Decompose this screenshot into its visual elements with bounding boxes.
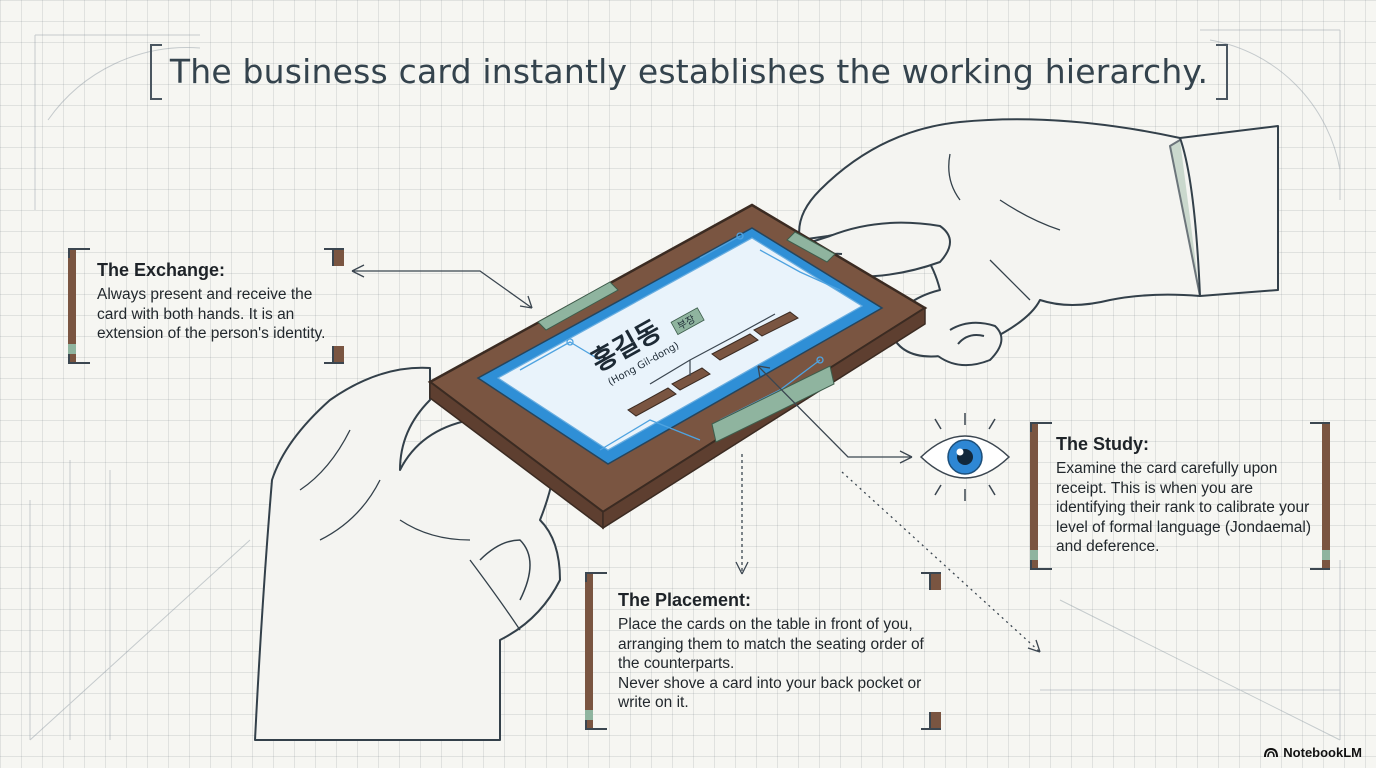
- corner-bracket: [1030, 422, 1052, 432]
- dotted-connector: [841, 471, 1041, 653]
- callout-exchange: The Exchange: Always present and receive…: [68, 248, 344, 364]
- corner-bracket: [921, 572, 941, 582]
- callout-bar: [585, 572, 593, 730]
- page-title-text: The business card instantly establishes …: [169, 51, 1209, 91]
- title-bracket-left: [150, 44, 162, 100]
- page-title: The business card instantly establishes …: [150, 44, 1228, 100]
- exchange-arrowhead-left: [351, 264, 365, 278]
- corner-tick: [929, 574, 941, 590]
- corner-tick: [332, 250, 344, 266]
- placement-body-line1: Place the cards on the table in front of…: [618, 616, 924, 672]
- hierarchy-lines: [649, 313, 776, 385]
- drafting-guides: [29, 29, 1341, 741]
- card-title-badge: [670, 307, 705, 336]
- corner-bracket: [68, 248, 90, 258]
- callout-bar-right: [1322, 422, 1330, 570]
- corner-bracket: [68, 354, 90, 364]
- hierarchy-boxes: [627, 311, 799, 417]
- placement-heading: The Placement:: [618, 590, 752, 610]
- exchange-arrowhead-card: [519, 295, 533, 309]
- study-arrowhead: [899, 450, 913, 464]
- callout-study: The Study: Examine the card carefully up…: [1030, 422, 1330, 570]
- notebooklm-logo: NotebookLM: [1264, 745, 1362, 760]
- corner-bracket: [921, 720, 941, 730]
- corner-bracket: [1030, 560, 1052, 570]
- corner-bracket: [585, 572, 607, 582]
- business-card: 홍길동 (Hong Gil-dong) 부장: [427, 203, 928, 530]
- exchange-body: Always present and receive the card with…: [97, 286, 326, 342]
- giving-hand: [798, 118, 1279, 367]
- study-arrowhead-card: [757, 365, 771, 379]
- placement-body-line2: Never shove a card into your back pocket…: [618, 674, 922, 712]
- corner-bracket: [324, 248, 344, 258]
- eye-icon: [919, 413, 1011, 501]
- corner-tick: [929, 712, 941, 728]
- exchange-connector: [352, 270, 533, 309]
- corner-bracket: [585, 720, 607, 730]
- study-connector: [757, 365, 912, 458]
- callout-bar: [1030, 422, 1038, 570]
- corner-bracket: [1310, 560, 1330, 570]
- corner-tick: [332, 346, 344, 362]
- placement-arrowhead: [735, 561, 749, 575]
- logo-text: NotebookLM: [1283, 745, 1362, 760]
- card-corner-pads: [537, 231, 836, 443]
- study-heading: The Study:: [1056, 434, 1149, 454]
- corner-bracket: [324, 354, 344, 364]
- study-body: Examine the card carefully upon receipt.…: [1056, 460, 1312, 555]
- corner-bracket: [1310, 422, 1330, 432]
- callout-placement: The Placement: Place the cards on the ta…: [585, 572, 941, 730]
- connector-arrows: [351, 264, 1041, 653]
- notebooklm-icon: [1264, 747, 1279, 758]
- callout-bar: [68, 248, 76, 364]
- title-bracket-right: [1216, 44, 1228, 100]
- dotted-arrowhead: [1027, 639, 1041, 653]
- exchange-heading: The Exchange:: [97, 260, 226, 280]
